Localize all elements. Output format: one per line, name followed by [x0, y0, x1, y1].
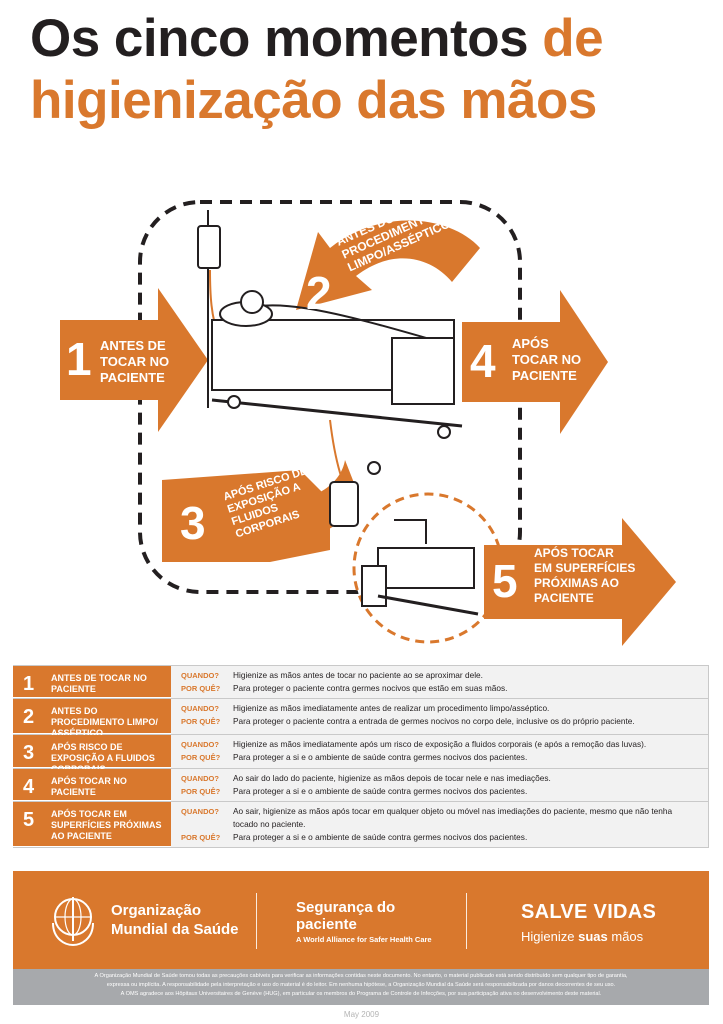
- row-header: 4 APÓS TOCAR NO PACIENTE: [13, 769, 171, 801]
- urine-bag: [329, 481, 359, 527]
- table-row: 3 APÓS RISCO DE EXPOSIÇÃO A FLUIDOS CORP…: [13, 735, 709, 774]
- row-label: APÓS TOCAR NO PACIENTE: [51, 776, 127, 797]
- why-label: POR QUÊ?: [181, 753, 221, 762]
- row-label: APÓS TOCAR EM SUPERFÍCIES PRÓXIMAS AO PA…: [51, 809, 162, 841]
- when-label: QUANDO?: [181, 740, 219, 749]
- row-number: 3: [23, 742, 35, 764]
- table-row: 1 ANTES DE TOCAR NO PACIENTE QUANDO? Higi…: [13, 666, 709, 699]
- table-row: 4 APÓS TOCAR NO PACIENTE QUANDO? Ao sair …: [13, 769, 709, 802]
- patient-safety-subtitle: A World Alliance for Safer Health Care: [296, 935, 432, 944]
- row-number: 2: [23, 706, 35, 728]
- row-label: ANTES DE TOCAR NO PACIENTE: [51, 673, 147, 694]
- title-line-2: higienização das mãos: [30, 71, 597, 130]
- row-header: 1 ANTES DE TOCAR NO PACIENTE: [13, 666, 171, 698]
- why-text: Para proteger a si e o ambiente de saúde…: [233, 832, 528, 842]
- row-detail: QUANDO? Ao sair do lado do paciente, higi…: [171, 769, 708, 801]
- save-lives-title: SALVE VIDAS: [521, 901, 657, 923]
- empty-bed: [361, 519, 479, 616]
- arrow-1-shape: [60, 288, 208, 432]
- moment-4-number: 4: [470, 335, 496, 387]
- arrow-5-shape: [484, 518, 676, 646]
- moment-3-number: 3: [180, 497, 206, 549]
- why-text: Para proteger o paciente contra a entrad…: [233, 716, 635, 726]
- title-line-1: Os cinco momentos de: [30, 8, 720, 70]
- row-header: 3 APÓS RISCO DE EXPOSIÇÃO A FLUIDOS CORP…: [13, 735, 171, 774]
- disclaimer: A Organização Mundial de Saúde tomou tod…: [13, 969, 709, 1005]
- row-number: 4: [23, 776, 35, 798]
- iv-bag: [197, 225, 221, 269]
- row-label: ANTES DO PROCEDIMENTO LIMPO/ ASSÉPTICO: [51, 706, 158, 738]
- table-row: 5 APÓS TOCAR EM SUPERFÍCIES PRÓXIMAS AO …: [13, 802, 709, 848]
- publication-date: May 2009: [343, 1010, 380, 1019]
- arrow-3-body: [162, 470, 330, 562]
- why-text: Para proteger o paciente contra germes n…: [233, 683, 508, 693]
- illustration-graphic: [60, 200, 676, 646]
- moment-1-number: 1: [66, 333, 92, 385]
- row-detail: QUANDO? Higienize as mãos antes de tocar …: [171, 666, 708, 698]
- moments-table: 1 ANTES DE TOCAR NO PACIENTE QUANDO? Higi…: [13, 665, 709, 848]
- when-label: QUANDO?: [181, 671, 219, 680]
- poster-title: Os cinco momentos de higienização das mã…: [30, 8, 720, 132]
- why-label: POR QUÊ?: [181, 684, 221, 693]
- row-number: 1: [23, 673, 35, 695]
- row-number: 5: [23, 809, 35, 831]
- why-label: POR QUÊ?: [181, 787, 221, 796]
- why-text: Para proteger a si e o ambiente de saúde…: [233, 786, 528, 796]
- who-emblem-icon: [52, 897, 94, 947]
- row-detail: QUANDO? Higienize as mãos imediatamente a…: [171, 699, 708, 734]
- why-label: POR QUÊ?: [181, 717, 221, 726]
- moment-2-number: 2: [306, 267, 332, 319]
- when-text: Higienize as mãos imediatamente após um …: [233, 739, 647, 749]
- table-row: 2 ANTES DO PROCEDIMENTO LIMPO/ ASSÉPTICO…: [13, 699, 709, 738]
- when-label: QUANDO?: [181, 807, 219, 816]
- hospital-bed: [211, 290, 463, 527]
- title-orange-text: de: [542, 9, 604, 68]
- when-label: QUANDO?: [181, 704, 219, 713]
- when-label: QUANDO?: [181, 774, 219, 783]
- when-text: Ao sair do lado do paciente, higienize a…: [233, 773, 551, 783]
- moment-5-number: 5: [492, 555, 518, 607]
- footer-divider: [466, 893, 467, 949]
- when-text: Higienize as mãos imediatamente antes de…: [233, 703, 550, 713]
- row-detail: QUANDO? Ao sair, higienize as mãos após t…: [171, 802, 708, 847]
- row-detail: QUANDO? Higienize as mãos imediatamente a…: [171, 735, 708, 768]
- why-label: POR QUÊ?: [181, 833, 221, 842]
- footer-divider: [256, 893, 257, 949]
- save-lives-subtitle: Higienize suas mãos: [521, 929, 644, 944]
- row-header: 2 ANTES DO PROCEDIMENTO LIMPO/ ASSÉPTICO: [13, 699, 171, 738]
- when-text: Higienize as mãos antes de tocar no paci…: [233, 670, 483, 680]
- row-header: 5 APÓS TOCAR EM SUPERFÍCIES PRÓXIMAS AO …: [13, 802, 171, 847]
- why-text: Para proteger a si e o ambiente de saúde…: [233, 752, 528, 762]
- when-text: Ao sair, higienize as mãos após tocar em…: [233, 806, 673, 829]
- arrow-4-shape: [462, 290, 608, 434]
- title-dark-text: Os cinco momentos: [30, 9, 529, 68]
- arrow-2-shape: [296, 220, 480, 310]
